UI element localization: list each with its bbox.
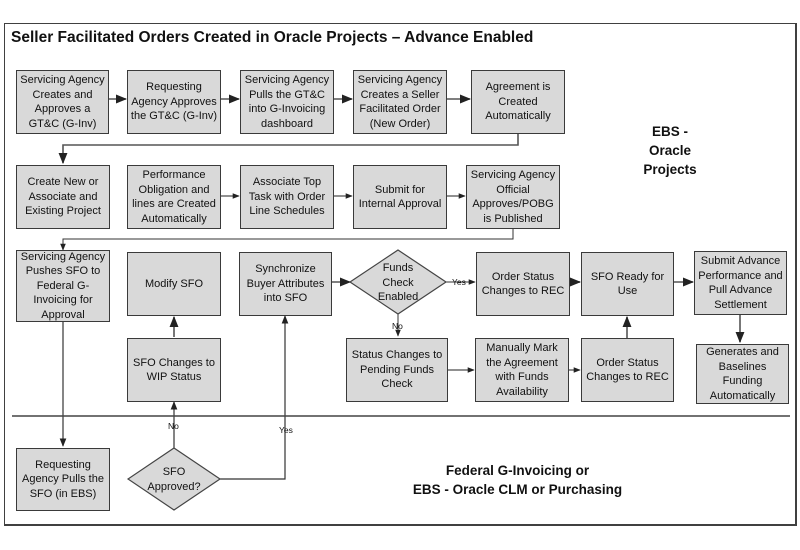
step-associate-top-task: Associate Top Task with Order Line Sched…	[240, 165, 334, 229]
step-official-approves: Servicing Agency Official Approves/POBG …	[466, 165, 560, 229]
edge-label-approved-no: No	[168, 421, 179, 431]
edge-label-funds-yes: Yes	[452, 277, 466, 287]
step-performance-obligation: Performance Obligation and lines are Cre…	[127, 165, 221, 229]
step-manually-mark-agreement: Manually Mark the Agreement with Funds A…	[475, 338, 569, 402]
step-push-sfo: Servicing Agency Pushes SFO to Federal G…	[16, 250, 110, 322]
step-order-status-rec-2: Order Status Changes to REC	[581, 338, 674, 402]
edge-label-approved-yes: Yes	[279, 425, 293, 435]
step-approve-gtc: Requesting Agency Approves the GT&C (G-I…	[127, 70, 221, 134]
step-create-sfo: Servicing Agency Creates a Seller Facili…	[353, 70, 447, 134]
edge-label-funds-no: No	[392, 321, 403, 331]
lane-label-federal-g-invoicing: Federal G-Invoicing or EBS - Oracle CLM …	[400, 461, 635, 499]
step-create-gtc: Servicing Agency Creates and Approves a …	[16, 70, 109, 134]
step-requesting-pulls-sfo: Requesting Agency Pulls the SFO (in EBS)	[16, 448, 110, 511]
lane-label-line: Federal G-Invoicing or	[445, 463, 590, 478]
lane-label-line: Projects	[643, 162, 697, 177]
step-order-status-rec: Order Status Changes to REC	[476, 252, 570, 316]
step-generates-baselines: Generates and Baselines Funding Automati…	[696, 344, 789, 404]
lane-label-line: EBS - Oracle CLM or Purchasing	[412, 482, 623, 497]
step-submit-advance: Submit Advance Performance and Pull Adva…	[694, 251, 787, 315]
arrow-b10-b11	[60, 229, 514, 251]
diagram-frame	[4, 23, 797, 526]
lane-label-ebs-oracle-projects: EBS - Oracle Projects	[620, 122, 720, 179]
step-pending-funds-check: Status Changes to Pending Funds Check	[346, 338, 448, 402]
decision-funds-check-label: Funds Check Enabled	[377, 262, 419, 303]
decision-sfo-approved-shape	[126, 447, 222, 511]
step-synchronize-buyer: Synchronize Buyer Attributes into SFO	[239, 252, 332, 316]
decision-funds-check-shape	[348, 249, 448, 315]
diagram-title: Seller Facilitated Orders Created in Ora…	[11, 29, 534, 46]
lane-label-line: EBS -	[651, 124, 688, 139]
step-create-project: Create New or Associate and Existing Pro…	[16, 165, 110, 229]
decision-sfo-approved-label: SFO Approved?	[147, 466, 201, 493]
arrow-d2-b13	[220, 315, 289, 480]
arrow-b5-b6	[58, 133, 519, 165]
step-sfo-wip: SFO Changes to WIP Status	[127, 338, 221, 402]
step-agreement-created: Agreement is Created Automatically	[471, 70, 565, 134]
step-submit-internal-approval: Submit for Internal Approval	[353, 165, 447, 229]
step-sfo-ready: SFO Ready for Use	[581, 252, 674, 316]
lane-label-line: Oracle	[648, 143, 692, 158]
step-pull-gtc: Servicing Agency Pulls the GT&C into G-I…	[240, 70, 334, 134]
step-modify-sfo: Modify SFO	[127, 252, 221, 316]
